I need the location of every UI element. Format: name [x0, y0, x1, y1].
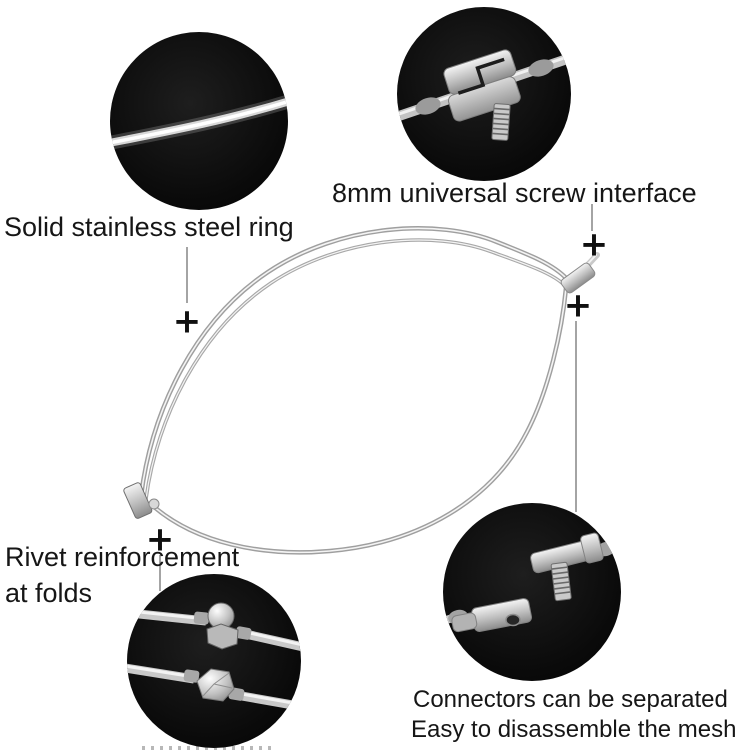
wire-closeup	[110, 93, 288, 151]
clamp-rivet	[148, 498, 160, 510]
inset-screw-connector-closeup	[397, 7, 571, 181]
screw-hole	[505, 613, 521, 627]
plus-marker-steel-ring: +	[172, 301, 202, 342]
socket-connector	[443, 598, 533, 633]
ring-bottom-arc	[150, 285, 569, 555]
hex-nut	[206, 623, 239, 650]
inset-photo-circle	[127, 574, 301, 748]
label-connectors-line1: Connectors can be separated	[413, 686, 728, 713]
elbow-connector	[530, 532, 621, 602]
label-screw-interface: 8mm universal screw interface	[332, 178, 697, 208]
label-rivet-line1: Rivet reinforcement	[5, 542, 240, 572]
inset-steel-ring-closeup	[110, 32, 288, 210]
inset-rivet-joints-closeup	[127, 574, 301, 748]
plus-marker-rivet: +	[145, 519, 175, 560]
ring-top-arc	[138, 226, 570, 501]
plus-marker-screw-interface: +	[579, 224, 609, 265]
clamp-body	[443, 49, 521, 122]
steel-ring-product	[123, 226, 600, 555]
screw-stud	[491, 103, 511, 141]
label-rivet-line2: at folds	[5, 578, 93, 608]
inset-photo-circle	[443, 503, 621, 681]
cropped-watermark-text	[142, 746, 272, 750]
ring-screw-interface	[560, 252, 600, 294]
ring-left-clamp	[123, 482, 160, 519]
label-steel-ring: Solid stainless steel ring	[4, 212, 294, 242]
label-connectors-line2: Easy to disassemble the mesh	[411, 716, 737, 743]
inset-separated-connectors-closeup	[443, 503, 621, 681]
leader-lines	[159, 204, 593, 591]
riveted-rod-top	[128, 602, 301, 652]
screw-stud	[550, 561, 572, 602]
plus-marker-connector-tip: +	[563, 285, 593, 326]
